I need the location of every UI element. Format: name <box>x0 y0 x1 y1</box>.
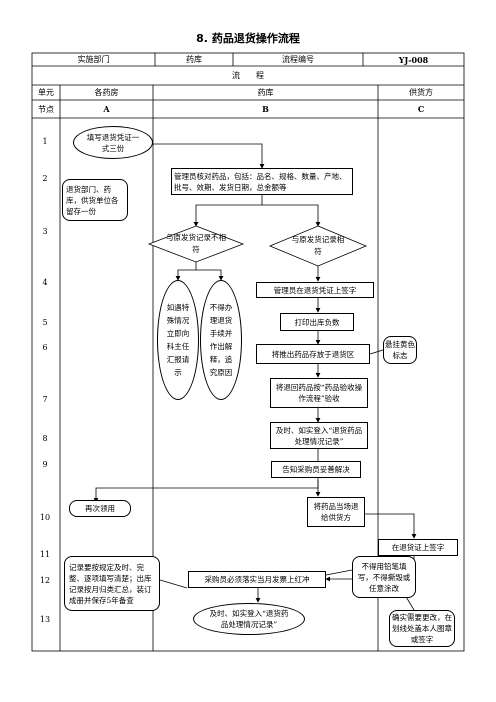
column-pharmacy: 各药房 <box>94 88 119 97</box>
flow-label: 流 程 <box>232 71 264 80</box>
record2-node: 及时、如实登入“退货药品处理情况记录” <box>193 603 305 635</box>
row-number: 7 <box>42 395 48 404</box>
not-process-node: 不得办理退货手续并作出解释，追究原因 <box>200 280 242 400</box>
yellow-sign-note: 悬挂黄色标志 <box>383 336 417 364</box>
row-number: 13 <box>39 615 51 624</box>
code-value: YJ-008 <box>398 54 429 65</box>
row-number: 12 <box>39 576 51 585</box>
check-node: 管理员核对药品，包括：品名、规格、数量、产地、批号、效期、发货日期，总金额等 <box>171 168 353 195</box>
notify-node: 告知采购员妥善解决 <box>271 461 361 478</box>
row-number: 3 <box>42 227 48 236</box>
recollect-node: 再次领用 <box>69 500 131 517</box>
node-c: C <box>417 104 425 114</box>
row-number: 2 <box>42 174 48 183</box>
row-number: 9 <box>42 460 48 469</box>
copies-note: 退货部门、药库，供货单位各留存一份 <box>62 179 128 221</box>
rules-note: 记录要按规定及时、完整、逐项填写清楚；出库记录按月归类汇总，装订成册并保存5年备… <box>64 556 160 611</box>
sign-node: 管理员在退货凭证上签字 <box>256 282 374 298</box>
node-label: 节点 <box>38 104 54 114</box>
row-number: 1 <box>42 137 48 146</box>
page-title: 8. 药品退货操作流程 <box>196 32 300 45</box>
row-number: 4 <box>42 278 48 287</box>
dept-label: 实施部门 <box>77 55 110 64</box>
row-number: 5 <box>42 318 48 327</box>
code-label: 流程编号 <box>282 55 314 64</box>
no-pencil-note: 不得用铅笔填写，不得撕毁或任意涂改 <box>352 556 416 598</box>
fill-voucher-node: 填写退货凭证一式三份 <box>73 126 153 159</box>
print-node: 打印出库负数 <box>280 313 354 331</box>
row-number: 10 <box>39 513 51 522</box>
match-decision: 与原发货记录相符 <box>291 235 345 256</box>
column-supplier: 供货方 <box>409 88 433 97</box>
purchaser-node: 采购员必须落实当月发票上红冲 <box>188 571 326 588</box>
row-number: 8 <box>42 434 48 443</box>
row-number: 11 <box>39 550 51 559</box>
row-number: 6 <box>42 343 48 352</box>
mismatch-decision: 与原发货记录不相符 <box>166 233 226 254</box>
special-node: 如遇特殊情况立即向科主任汇报请示 <box>157 280 199 400</box>
return-node: 将药品当场退给供货方 <box>307 497 365 527</box>
record1-node: 及时、如实登入“退货药品处理情况记录” <box>270 422 368 449</box>
change-note: 确实需要更改，在划线处盖本人图章或签字 <box>389 610 455 647</box>
node-a: A <box>103 104 110 114</box>
column-warehouse: 药库 <box>257 88 274 97</box>
dept-value: 药库 <box>186 55 202 64</box>
node-b: B <box>262 104 269 114</box>
move-node: 将推出药品存放于退货区 <box>256 344 370 364</box>
supplier-sign-node: 在退货证上签字 <box>378 539 458 556</box>
accept-node: 将退回药品按“药品验收操作流程”验收 <box>270 378 368 408</box>
unit-label: 单元 <box>38 88 54 97</box>
